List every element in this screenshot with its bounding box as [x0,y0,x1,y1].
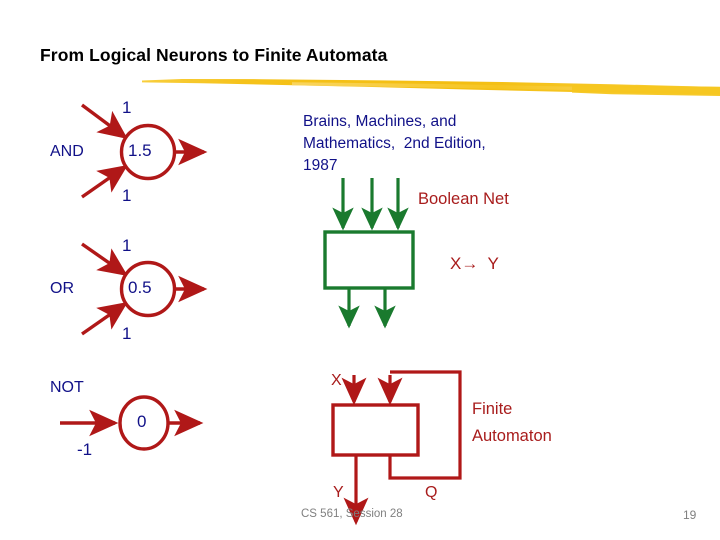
page-title: From Logical Neurons to Finite Automata [40,45,388,65]
finite-automaton-graphic [331,370,462,526]
or-input-arrow-top [81,242,128,276]
footer-course-label: CS 561, Session 28 [301,508,403,520]
and-input-arrow-bottom [81,165,128,199]
boolean-net-mapping: X→ Y [450,254,499,273]
or-soma-circle [119,260,177,318]
reference-line-2: Mathematics, 2nd Edition, [303,135,486,152]
or-threshold-value: 0.5 [128,278,152,297]
and-soma-circle [119,123,177,181]
and-weight-bottom: 1 [122,186,132,205]
neuron-or-label: OR [50,280,74,297]
boolean-net-box [323,230,415,290]
footer-page-number: 19 [683,508,697,522]
fa-title-line-2: Automaton [472,427,552,445]
reference-line-1: Brains, Machines, and [303,113,457,130]
and-weight-top: 1 [122,98,132,117]
boolean-net-graphic [323,178,415,329]
neuron-or-graphic [81,242,208,336]
and-threshold-value: 1.5 [128,141,152,160]
or-weight-bottom: 1 [122,324,132,343]
neuron-not-label: NOT [50,379,84,396]
fa-label-y: Y [333,484,344,501]
neuron-and-label: AND [50,143,84,160]
boolean-net-title: Boolean Net [418,190,509,208]
or-weight-top: 1 [122,236,132,255]
neuron-and-graphic [80,103,208,199]
fa-title-line-1: Finite [472,400,513,418]
not-threshold-value: 0 [137,412,147,431]
not-weight: -1 [77,440,93,459]
fa-box [331,403,420,457]
fa-label-x: X [331,372,342,389]
fa-feedback-wire [388,370,462,480]
neuron-not-graphic [60,395,204,451]
fa-label-q: Q [425,484,438,501]
reference-line-3: 1987 [303,157,338,174]
and-input-arrow-top [80,103,128,140]
or-input-arrow-bottom [81,302,128,336]
